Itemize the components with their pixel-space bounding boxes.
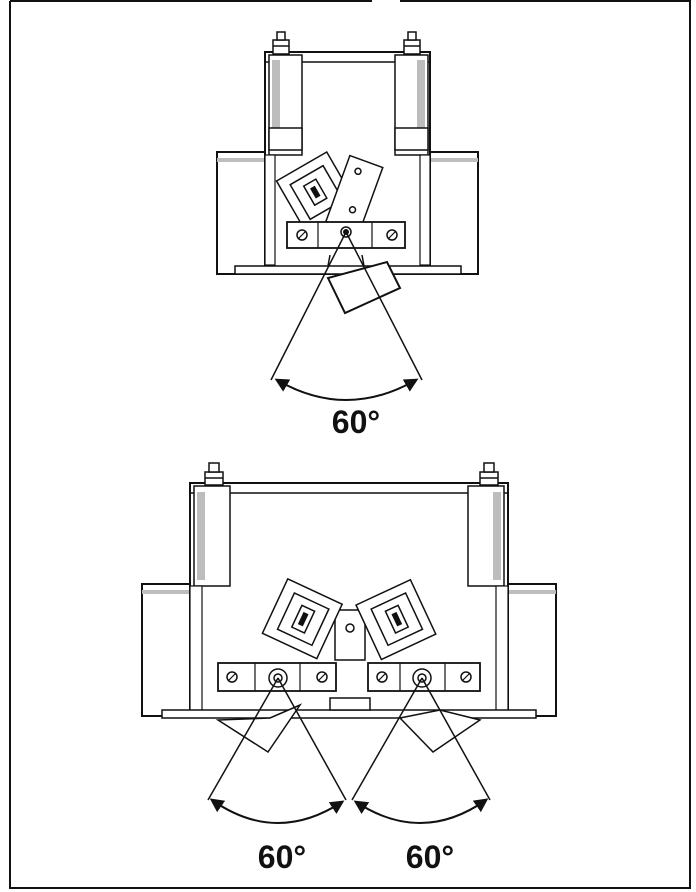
right-angle-arc xyxy=(353,798,489,824)
dual-unit-diagram xyxy=(141,462,557,754)
angle-arc xyxy=(274,378,419,401)
dual-unit-angles xyxy=(207,677,491,824)
left-switch-assembly xyxy=(215,577,344,754)
right-flange xyxy=(429,151,479,275)
left-flange xyxy=(216,151,266,275)
left-flange xyxy=(141,583,191,717)
top-bolt-right xyxy=(479,462,499,486)
actuator-lever xyxy=(326,260,402,315)
left-angle-arc xyxy=(209,798,345,824)
page-border xyxy=(9,0,691,889)
top-bolt-left xyxy=(204,462,224,486)
right-switch-assembly xyxy=(355,578,482,753)
single-unit-angle xyxy=(270,231,423,401)
right-angle-label: 60° xyxy=(406,839,454,875)
left-angle-label: 60° xyxy=(258,839,306,875)
right-flange xyxy=(507,583,557,717)
single-angle-label: 60° xyxy=(332,404,380,440)
top-bolt-left xyxy=(272,31,290,55)
top-bolt-right xyxy=(403,31,421,55)
single-unit-diagram xyxy=(216,31,479,315)
